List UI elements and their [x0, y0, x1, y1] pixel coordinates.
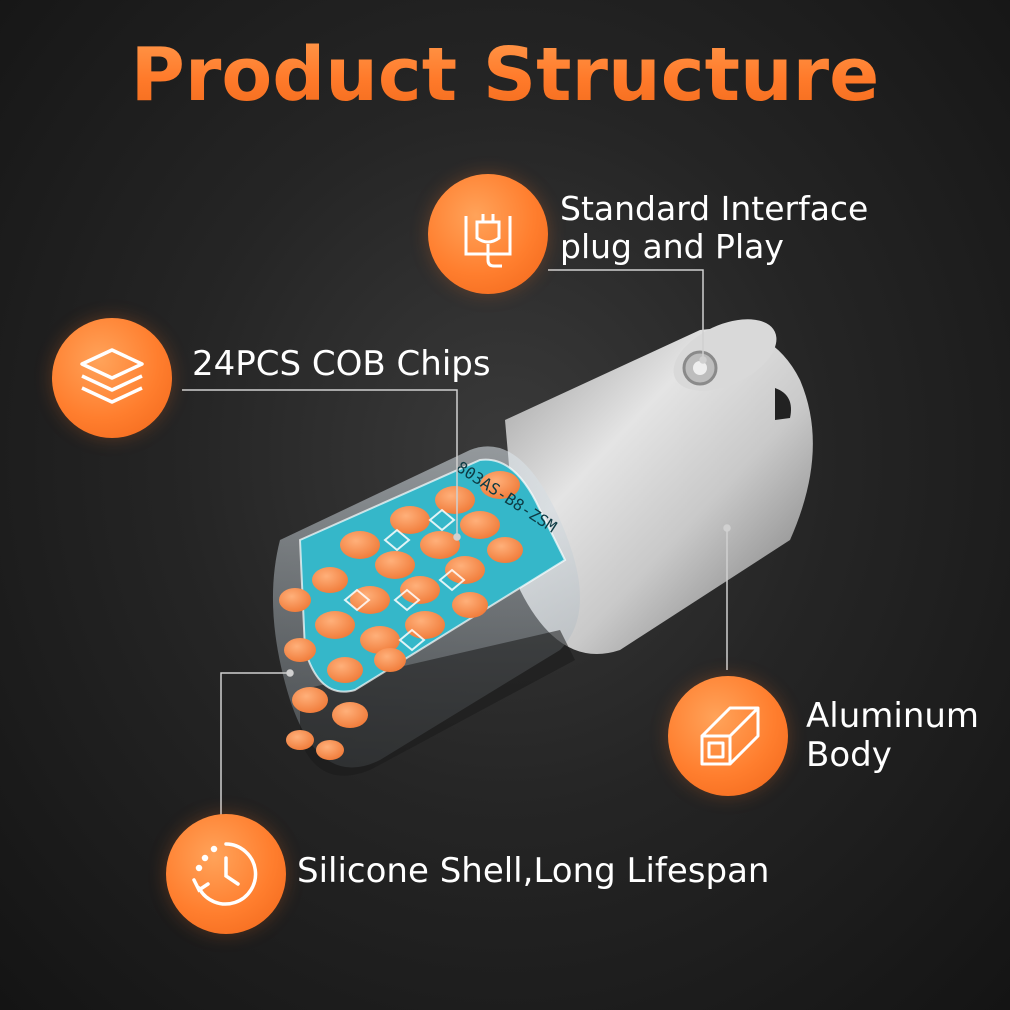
body-label-line2: Body — [806, 735, 892, 776]
interface-label: Standard Interface plug and Play — [560, 190, 868, 266]
chips-badge — [52, 318, 172, 438]
plug-icon — [464, 214, 512, 268]
shell-label: Silicone Shell,Long Lifespan — [297, 851, 770, 891]
interface-badge — [428, 174, 548, 294]
clock-icon — [192, 842, 258, 906]
interface-label-line2: plug and Play — [560, 226, 784, 266]
cube-icon — [700, 706, 760, 766]
shell-badge — [166, 814, 286, 934]
body-badge — [668, 676, 788, 796]
page-title: Product Structure — [0, 32, 1010, 118]
body-label-line1: Aluminum — [806, 696, 980, 736]
layers-icon — [80, 348, 144, 404]
interface-label-line1: Standard Interface — [560, 189, 869, 228]
body-label: Aluminum Body — [806, 696, 980, 776]
chips-label: 24PCS COB Chips — [192, 344, 491, 384]
